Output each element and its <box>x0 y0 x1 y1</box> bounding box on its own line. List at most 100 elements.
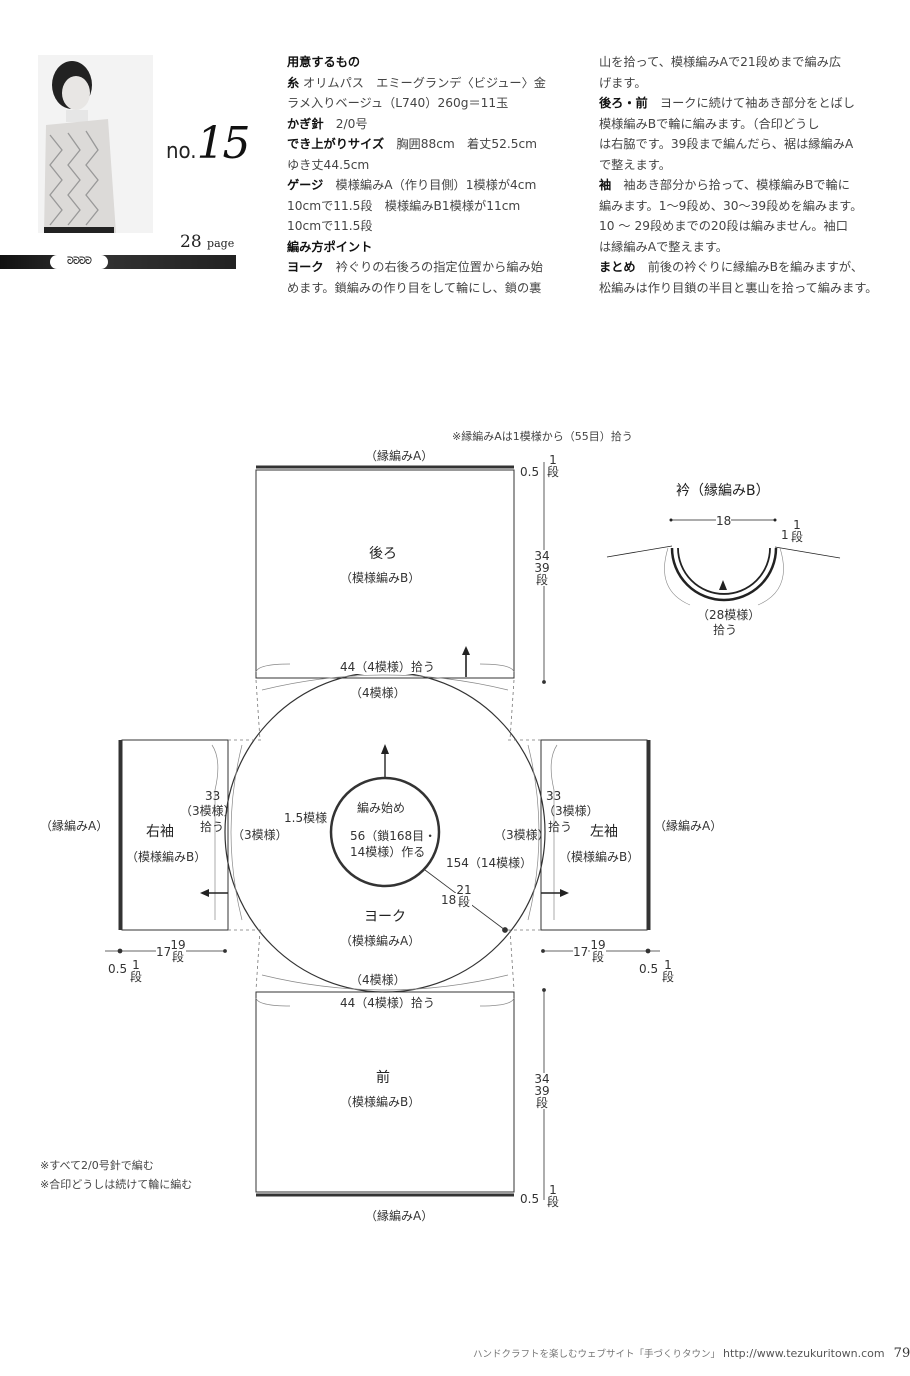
instruction-heading: かぎ針 <box>287 116 324 131</box>
back-title: 後ろ <box>369 546 397 562</box>
instruction-text: オリムパス エミーグランデ〈ビジュー〉金 <box>299 75 546 90</box>
photo-page-number: 28 <box>180 232 202 252</box>
instruction-text: 衿ぐりの右後ろの指定位置から編み始 <box>323 260 543 274</box>
instruction-line: 模様編みBで輪に編みます。（合印どうし <box>599 114 889 135</box>
yoke-pattern: （模様編みA） <box>340 934 421 948</box>
instruction-line: めます。鎖編みの作り目をして輪にし、鎖の裏 <box>287 278 577 299</box>
ornament-icon: ᘐᘐᘐᘐ <box>50 255 108 269</box>
instruction-line: ゆき丈44.5cm <box>287 155 577 176</box>
instruction-line: 松編みは作り目鎖の半目と裏山を拾って編みます。 <box>599 278 889 299</box>
back-edging-label: （縁編みA） <box>365 449 434 463</box>
left-sleeve-outline <box>540 739 648 931</box>
instruction-line: 用意するもの <box>287 52 577 73</box>
left-sleeve-direction-arrow <box>560 889 569 897</box>
instruction-text: 胸囲88cm 着丈52.5cm <box>384 137 538 151</box>
model-photo <box>38 55 153 233</box>
model-photo-illustration <box>38 55 153 233</box>
left-sleeve-length: 17 <box>573 945 589 959</box>
instruction-text: 10cmで11.5段 模様編みB1模様が11cm <box>287 198 521 213</box>
note-needle: ※すべて2/0号針で編む <box>40 1159 154 1172</box>
instruction-line: まとめ 前後の衿ぐりに縁編みBを編みますが、 <box>599 257 889 278</box>
instruction-line: 編みます。1～9段め、30～39段めを編みます。 <box>599 196 889 217</box>
collar-title: 衿（縁編みB） <box>676 483 770 499</box>
instruction-text: 2/0号 <box>323 116 368 131</box>
right-sleeve-pickup-patterns: （3模様） <box>180 804 236 818</box>
right-sleeve-length: 17 <box>156 945 172 959</box>
instruction-heading: ヨーク <box>287 260 324 274</box>
instruction-line: でき上がりサイズ 胸囲88cm 着丈52.5cm <box>287 134 577 155</box>
instruction-text: ゆき丈44.5cm <box>287 157 370 172</box>
instruction-line: 糸 オリムパス エミーグランデ〈ビジュー〉金 <box>287 73 577 94</box>
instruction-text: 10cmで11.5段 <box>287 219 373 233</box>
instruction-heading: ゲージ <box>287 178 324 192</box>
back-panel-outline <box>255 469 515 679</box>
footer-url[interactable]: http://www.tezukuritown.com <box>723 1347 885 1360</box>
instruction-line: 山を拾って、模様編みAで21段めまで編み広 <box>599 52 889 73</box>
instruction-line: は縁編みAで整えます。 <box>599 237 889 258</box>
instruction-line: ヨーク 衿ぐりの右後ろの指定位置から編み始 <box>287 257 577 278</box>
left-sleeve-edging-length: 0.5 <box>639 962 659 976</box>
yoke-depth: 18 <box>441 893 457 907</box>
instruction-text: ラメ入りベージュ（L740）260g＝11玉 <box>287 96 509 110</box>
instruction-line: かぎ針 2/0号 <box>287 114 577 135</box>
instruction-text: 10 ～ 29段めまでの20段は編みません。袖口 <box>599 219 848 233</box>
left-sleeve-pickup-width: 33 <box>546 789 562 803</box>
back-pickup: 44（4模様）拾う <box>340 660 435 674</box>
back-pattern: （模様編みB） <box>340 571 421 585</box>
instruction-heading: 糸 <box>287 75 300 90</box>
instruction-line: 袖 袖あき部分から拾って、模様編みBで輪に <box>599 175 889 196</box>
front-pattern: （模様編みB） <box>340 1095 421 1109</box>
yoke-foundation-line2: 14模様）作る <box>350 845 426 859</box>
footer-site-text: ハンドクラフトを楽しむウェブサイト「手づくりタウン」 <box>473 1349 721 1360</box>
instruction-text: ヨークに続けて袖あき部分をとばし <box>647 96 855 110</box>
right-sleeve-title: 右袖 <box>146 824 174 840</box>
front-edging-height: 0.5 <box>520 1192 540 1206</box>
yoke-title: ヨーク <box>364 909 406 925</box>
back-direction-arrow <box>462 646 470 655</box>
photo-page-suffix: page <box>207 237 235 250</box>
yoke-foundation-line1: 56（鎖168目・ <box>350 829 437 843</box>
collar-direction-arrow <box>719 580 727 590</box>
page-number: 79 <box>893 1346 910 1361</box>
front-title: 前 <box>376 1070 390 1086</box>
left-sleeve-pickup-patterns: （3模様） <box>543 804 599 818</box>
instruction-line: 10 ～ 29段めまでの20段は編みません。袖口 <box>599 216 889 237</box>
right-sleeve-edging-label: （縁編みA） <box>40 819 109 833</box>
right-sleeve-pickup-width: 33 <box>205 789 221 803</box>
instruction-line: ラメ入りベージュ（L740）260g＝11玉 <box>287 93 577 114</box>
instruction-line: 10cmで11.5段 模様編みB1模様が11cm <box>287 196 577 217</box>
instruction-line: で整えます。 <box>599 155 889 176</box>
instruction-text: 前後の衿ぐりに縁編みBを編みますが、 <box>635 260 864 274</box>
pattern-number: no.15 <box>166 118 251 169</box>
instruction-text: げます。 <box>599 75 647 90</box>
yoke-top-arc: （4模様） <box>350 686 406 700</box>
collar-width: 18 <box>716 514 732 528</box>
collar-pickup-word: 拾う <box>713 623 738 637</box>
photo-page-reference: 28 page <box>180 232 234 252</box>
instruction-heading: 後ろ・前 <box>599 96 648 110</box>
note-join: ※合印どうしは続けて輪に編む <box>40 1178 193 1191</box>
front-pickup: 44（4模様）拾う <box>340 996 435 1010</box>
instruction-text: 山を拾って、模様編みAで21段めまで編み広 <box>599 55 842 69</box>
yoke-bottom-arc: （4模様） <box>350 973 406 987</box>
back-edging-height: 0.5 <box>520 465 540 479</box>
instruction-text: で整えます。 <box>599 157 671 172</box>
instruction-text: 模様編みBで輪に編みます。（合印どうし <box>599 116 820 131</box>
instruction-line: げます。 <box>599 73 889 94</box>
instruction-heading: 編み方ポイント <box>287 239 373 254</box>
yoke-right-arc: （3模様） <box>494 828 550 842</box>
right-sleeve-edging-length: 0.5 <box>108 962 128 976</box>
instructions-column-2: 山を拾って、模様編みAで21段めまで編み広げます。後ろ・前 ヨークに続けて袖あき… <box>599 52 889 298</box>
instruction-text: 袖あき部分から拾って、模様編みBで輪に <box>611 178 850 192</box>
left-sleeve-title: 左袖 <box>590 824 618 840</box>
instruction-heading: 袖 <box>599 178 612 192</box>
collar-diagram <box>606 519 841 606</box>
instructions-column-1: 用意するもの糸 オリムパス エミーグランデ〈ビジュー〉金ラメ入りベージュ（L74… <box>287 52 577 298</box>
instruction-text: は右脇です。39段まで編んだら、裾は縁編みA <box>599 137 854 151</box>
